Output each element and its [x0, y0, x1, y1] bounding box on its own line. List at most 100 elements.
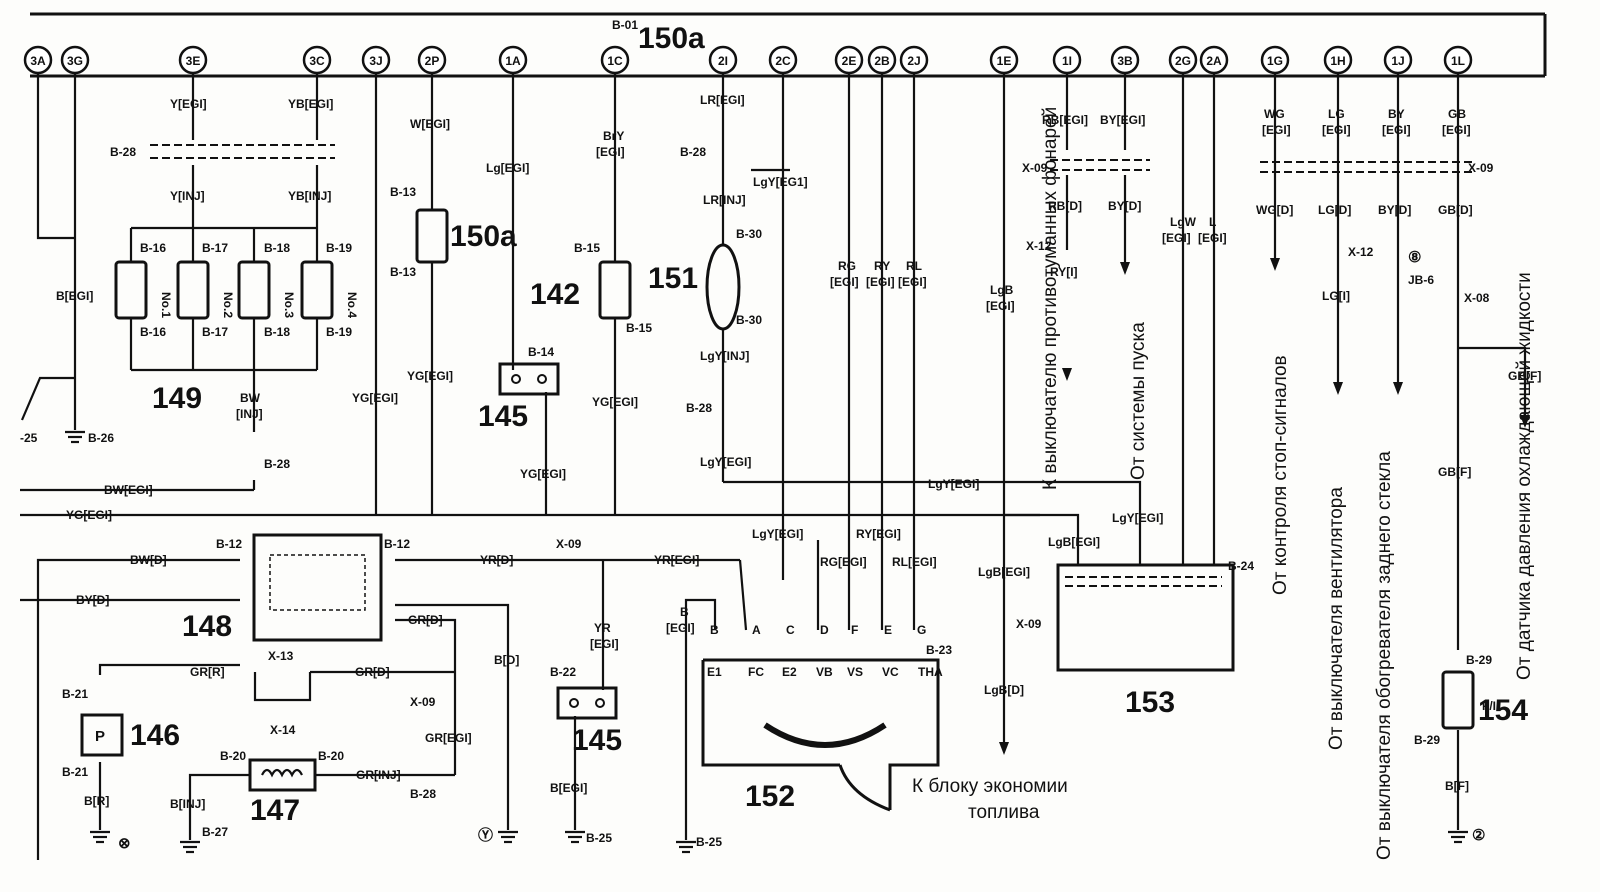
svg-text:LgY[EGI]: LgY[EGI]: [1112, 511, 1163, 525]
svg-text:YG[EGI]: YG[EGI]: [66, 508, 112, 522]
svg-text:WG[D]: WG[D]: [1256, 203, 1293, 217]
svg-text:GB[D]: GB[D]: [1438, 203, 1473, 217]
svg-text:B-12: B-12: [216, 537, 242, 551]
switch-153: 153: [1056, 563, 1235, 719]
svg-text:X-09: X-09: [556, 537, 582, 551]
ecu-header: B-01 150a: [30, 12, 1547, 78]
svg-text:GB[F]: GB[F]: [1438, 465, 1471, 479]
injector-label-4: No.4: [345, 292, 359, 318]
svg-text:-25: -25: [20, 431, 38, 445]
terminal-2P: 2P: [417, 45, 447, 75]
ground-icon: [676, 840, 696, 854]
svg-text:BrY: BrY: [603, 129, 624, 143]
terminal-row: 3A 3G 3E 3C 3J 2P 1A 1C 2I 2C 2E 2B 2J 1…: [23, 45, 1473, 75]
svg-text:BY[D]: BY[D]: [76, 593, 109, 607]
svg-text:1H: 1H: [1330, 54, 1345, 68]
svg-text:[EGI]: [EGI]: [666, 621, 695, 635]
note-temp: От датчика давления охлаждающей жидкости: [1514, 272, 1535, 680]
svg-text:B[R]: B[R]: [84, 794, 109, 808]
svg-text:148: 148: [182, 610, 232, 643]
svg-text:BW: BW: [240, 391, 261, 405]
svg-text:RY[EGI]: RY[EGI]: [856, 527, 901, 541]
svg-text:RL[EGI]: RL[EGI]: [892, 555, 937, 569]
coil-142: 142: [530, 260, 632, 320]
svg-text:B-20: B-20: [318, 749, 344, 763]
svg-text:B[D]: B[D]: [494, 653, 519, 667]
svg-text:GB[F]: GB[F]: [1508, 369, 1541, 383]
ground-icon: [90, 830, 110, 844]
svg-text:X-13: X-13: [268, 649, 294, 663]
terminal-1I: 1I: [1052, 45, 1082, 75]
svg-text:B-20: B-20: [220, 749, 246, 763]
svg-text:B-19: B-19: [326, 241, 352, 255]
svg-text:[EGI]: [EGI]: [898, 275, 927, 289]
svg-text:F: F: [851, 623, 858, 637]
svg-text:B-13: B-13: [390, 265, 416, 279]
svg-text:YR[D]: YR[D]: [480, 553, 513, 567]
svg-text:RG[EGI]: RG[EGI]: [820, 555, 867, 569]
svg-text:LgY[EGI]: LgY[EGI]: [752, 527, 803, 541]
svg-text:X-08: X-08: [1464, 291, 1490, 305]
svg-text:3C: 3C: [309, 54, 325, 68]
svg-text:151: 151: [648, 262, 698, 295]
svg-text:B-30: B-30: [736, 227, 762, 241]
svg-text:BW[D]: BW[D]: [130, 553, 167, 567]
svg-text:1C: 1C: [607, 54, 623, 68]
svg-text:B-21: B-21: [62, 687, 88, 701]
terminal-3B: 3B: [1110, 45, 1140, 75]
terminal-3C: 3C: [302, 45, 332, 75]
svg-text:B-15: B-15: [574, 241, 600, 255]
svg-text:1G: 1G: [1267, 54, 1283, 68]
svg-text:B-28: B-28: [680, 145, 706, 159]
svg-text:[EGI]: [EGI]: [1322, 123, 1351, 137]
svg-text:2E: 2E: [842, 54, 857, 68]
connector-145-top: 145: [478, 362, 560, 433]
svg-text:RG: RG: [838, 259, 856, 273]
svg-text:150a: 150a: [450, 220, 517, 253]
terminal-3A: 3A: [23, 45, 53, 75]
svg-text:VS: VS: [847, 665, 863, 679]
airflow-meter-152: 152: [701, 658, 940, 813]
svg-text:YR[EGI]: YR[EGI]: [654, 553, 699, 567]
terminal-1L: 1L: [1443, 45, 1473, 75]
svg-text:154: 154: [1478, 694, 1528, 727]
svg-text:E2: E2: [782, 665, 797, 679]
injector-label-2: No.2: [221, 292, 235, 318]
svg-text:LG[I]: LG[I]: [1322, 289, 1350, 303]
svg-text:3B: 3B: [1117, 54, 1133, 68]
svg-text:B: B: [680, 605, 689, 619]
svg-text:YR: YR: [594, 621, 611, 635]
svg-text:BY[D]: BY[D]: [1378, 203, 1411, 217]
wire-labels: Y[EGI] YB[EGI] Y[INJ] YB[INJ] W[EGI] Lg[…: [56, 93, 1541, 811]
svg-text:RL: RL: [906, 259, 922, 273]
note-rear: От выключателя обогревателя заднего стек…: [1374, 451, 1395, 860]
svg-text:[EGI]: [EGI]: [1162, 231, 1191, 245]
terminal-3E: 3E: [178, 45, 208, 75]
svg-text:JB-6: JB-6: [1408, 273, 1434, 287]
svg-text:Y[EGI]: Y[EGI]: [170, 97, 207, 111]
svg-text:C: C: [786, 623, 795, 637]
svg-text:BY[D]: BY[D]: [1108, 199, 1141, 213]
svg-text:B-17: B-17: [202, 241, 228, 255]
svg-text:BY[EGI]: BY[EGI]: [1100, 113, 1145, 127]
svg-text:2B: 2B: [874, 54, 890, 68]
svg-text:LR[EGI]: LR[EGI]: [700, 93, 745, 107]
svg-text:LgY[EGI]: LgY[EGI]: [700, 455, 751, 469]
svg-text:VB: VB: [816, 665, 833, 679]
terminal-2I: 2I: [708, 45, 738, 75]
ground-mark-x: ⊗: [118, 835, 131, 852]
terminal-1E: 1E: [989, 45, 1019, 75]
svg-text:RB[EGI]: RB[EGI]: [1042, 113, 1088, 127]
svg-text:B-25: B-25: [586, 831, 612, 845]
terminal-2G: 2G: [1168, 45, 1198, 75]
svg-text:1E: 1E: [997, 54, 1012, 68]
svg-text:B-22: B-22: [550, 665, 576, 679]
ground-icon: [180, 840, 200, 854]
svg-text:BY: BY: [1388, 107, 1405, 121]
terminal-3G: 3G: [60, 45, 90, 75]
svg-text:142: 142: [530, 278, 580, 311]
terminal-1A: 1A: [498, 45, 528, 75]
resistor-151: 151: [648, 243, 741, 331]
svg-text:YG[EGI]: YG[EGI]: [352, 391, 398, 405]
